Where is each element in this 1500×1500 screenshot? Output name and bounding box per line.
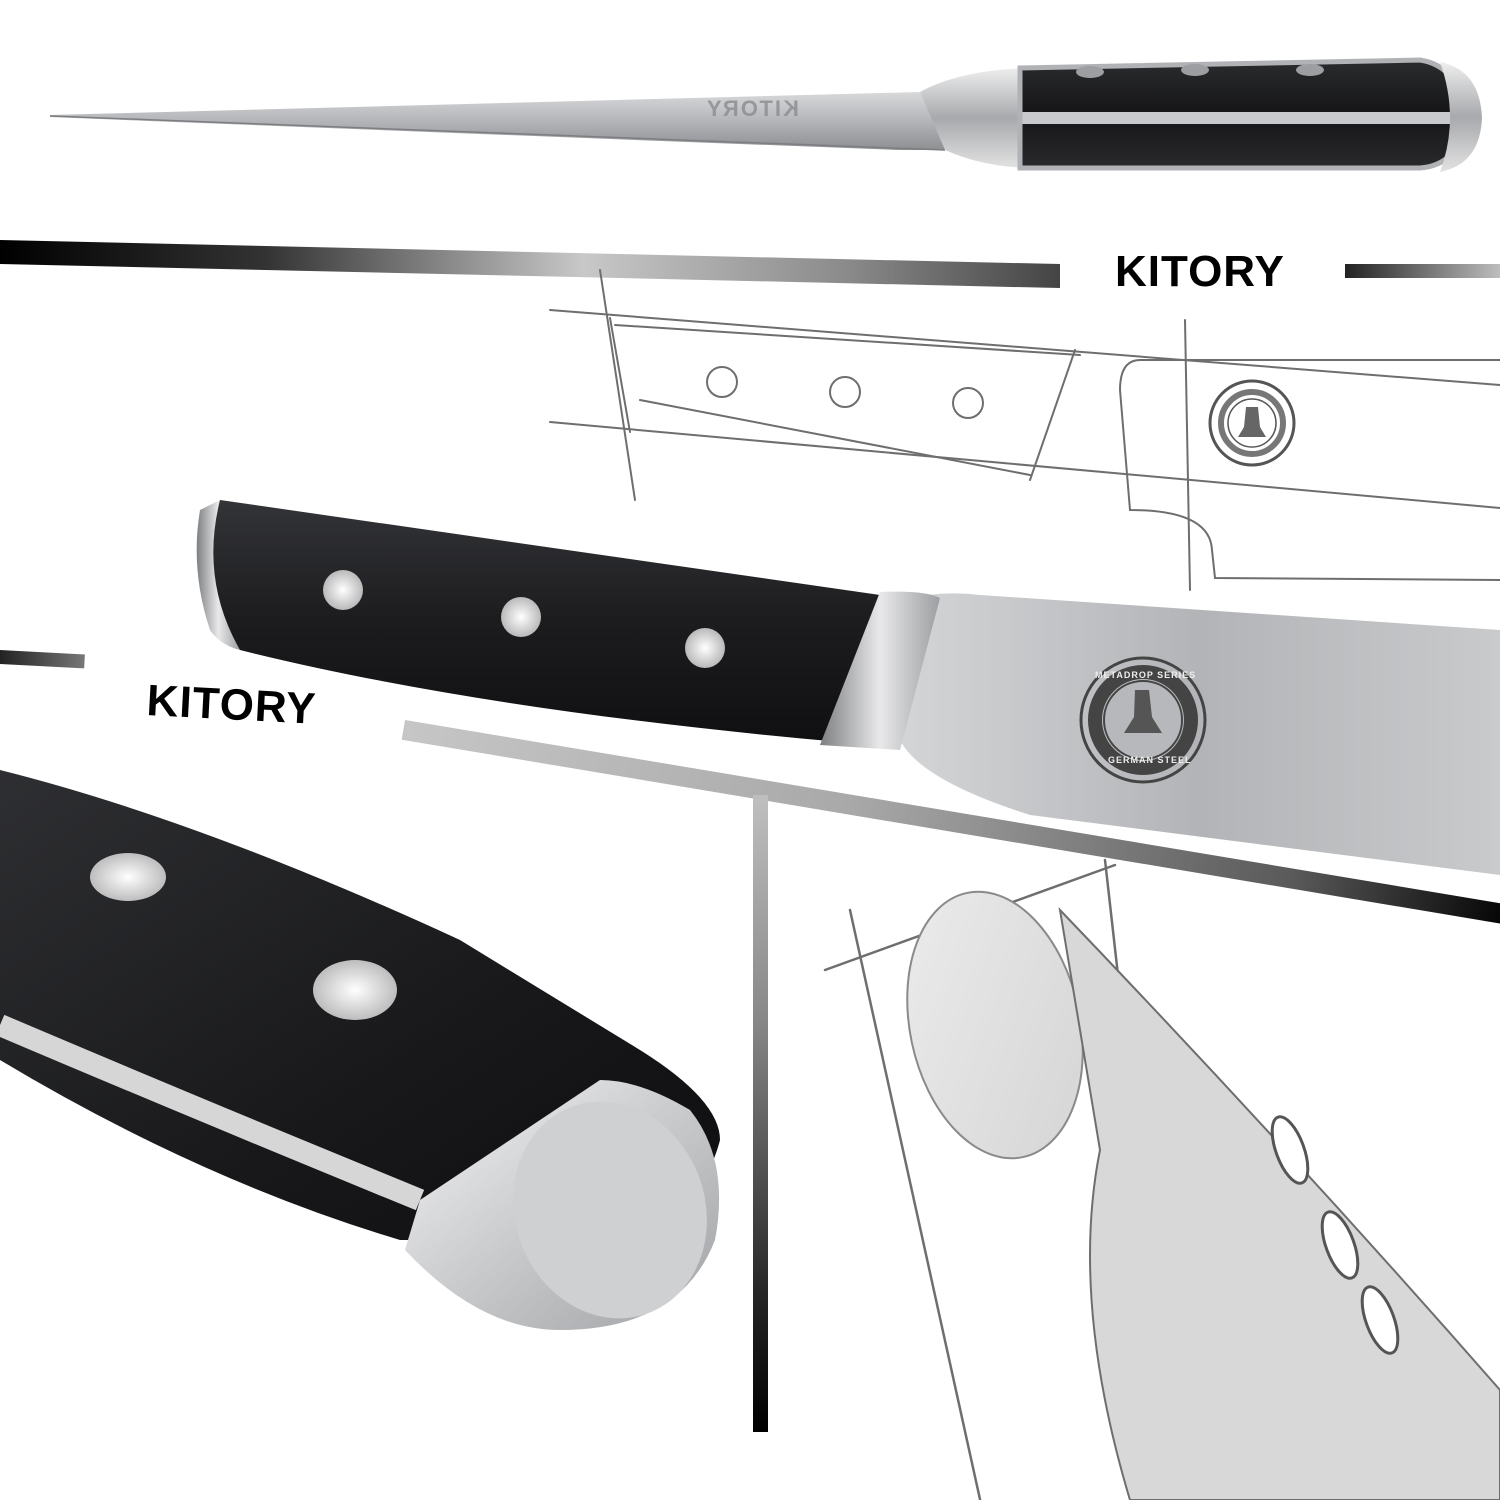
metadrop-emblem: [1078, 655, 1208, 785]
brand-logo-left: KITORY: [145, 676, 317, 735]
handle-closeup-illustration: [196, 500, 1500, 875]
blade-etching: KITORY: [705, 96, 799, 121]
end-cap-illustration: [0, 770, 720, 1330]
knife-illustration: [49, 57, 1482, 172]
end-cap-sketch-illustration: [823, 858, 1500, 1500]
end-cap-photo: [0, 760, 750, 1450]
brand-logo-text: KITORY: [1115, 247, 1285, 296]
emblem-bottom-text: GERMAN STEEL: [1108, 755, 1192, 765]
emblem-top-text: METADROP SERIES: [1095, 670, 1197, 680]
brand-logo-top: KITORY: [1115, 247, 1285, 297]
brand-logo-text: KITORY: [145, 676, 318, 734]
top-divider-right: [1345, 264, 1500, 278]
end-cap-sketch: [770, 850, 1500, 1500]
vertical-divider: [753, 795, 768, 1432]
knight-icon: [1079, 656, 1207, 784]
full-knife-photo: KITORY: [0, 0, 1500, 230]
handle-sketch: [540, 260, 1500, 600]
handle-closeup: METADROP SERIES GERMAN STEEL: [180, 480, 1500, 920]
sketch-emblem: [1208, 379, 1296, 467]
left-divider: [0, 650, 85, 669]
sketch-illustration: [549, 269, 1500, 591]
